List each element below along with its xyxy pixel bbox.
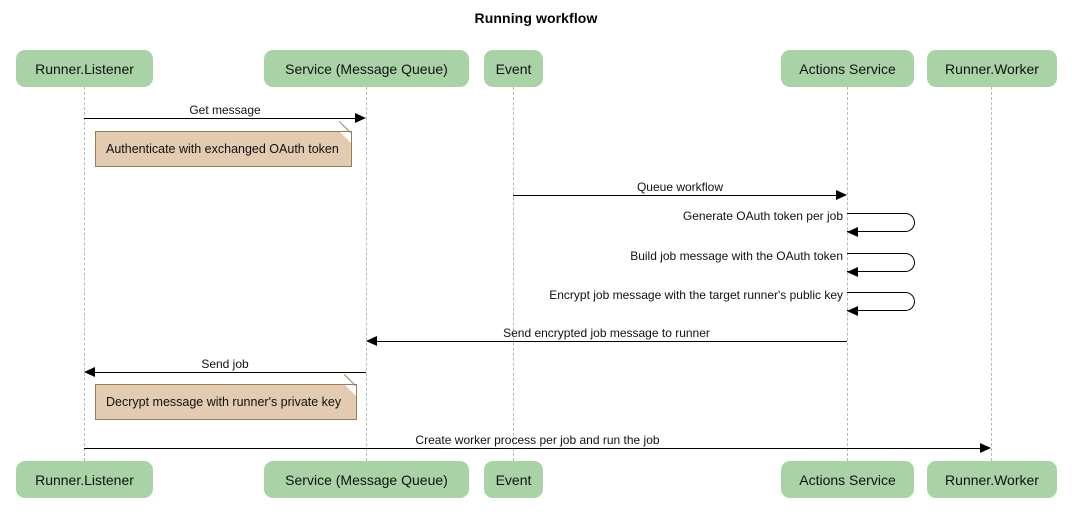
message-label-queue-workflow: Queue workflow	[636, 180, 724, 194]
message-line-get-message	[84, 118, 356, 119]
arrowhead-send-job	[84, 367, 95, 377]
message-line-send-encrypted-job-message-to-runner	[377, 341, 847, 342]
arrowhead-build-job-message-with-the-oauth-token	[847, 267, 858, 277]
message-label-create-worker-process-per-job-and-run-the-job: Create worker process per job and run th…	[415, 433, 660, 447]
arrowhead-send-encrypted-job-message-to-runner	[366, 336, 377, 346]
note-text: Authenticate with exchanged OAuth token	[106, 142, 339, 156]
actor-box-top-runner-worker[interactable]: Runner.Worker	[927, 50, 1057, 87]
message-line-create-worker-process-per-job-and-run-the-job	[84, 448, 980, 449]
lifeline-runner-listener	[84, 87, 85, 461]
arrowhead-get-message	[355, 113, 366, 123]
arrowhead-queue-workflow	[836, 190, 847, 200]
lifeline-runner-worker	[991, 87, 992, 461]
actor-box-bottom-runner-listener[interactable]: Runner.Listener	[16, 461, 153, 498]
message-line-send-job	[95, 372, 366, 373]
lifeline-service-message-queue	[366, 87, 367, 461]
note-authenticate-with-exchanged-oauth-token: Authenticate with exchanged OAuth token	[95, 120, 352, 167]
message-label-build-job-message-with-the-oauth-token: Build job message with the OAuth token	[630, 249, 843, 263]
actor-box-bottom-event[interactable]: Event	[484, 461, 543, 498]
note-fold-icon	[345, 385, 356, 396]
actor-label: Service (Message Queue)	[285, 60, 448, 77]
note-fold-edge	[339, 120, 351, 133]
self-loop-encrypt-job-message-with-the-target-runners-public-key	[847, 292, 915, 311]
actor-box-top-event[interactable]: Event	[484, 50, 543, 87]
self-loop-build-job-message-with-the-oauth-token	[847, 253, 915, 272]
message-label-generate-oauth-token-per-job: Generate OAuth token per job	[682, 209, 843, 223]
lifeline-event	[513, 87, 514, 461]
actor-label: Runner.Worker	[945, 471, 1039, 488]
page-title: Running workflow	[474, 10, 598, 26]
actor-label: Actions Service	[799, 60, 896, 77]
message-label-get-message: Get message	[189, 103, 261, 117]
actor-label: Event	[495, 471, 532, 488]
actor-label: Runner.Listener	[35, 471, 134, 488]
actor-label: Event	[495, 60, 532, 77]
arrowhead-encrypt-job-message-with-the-target-runners-public-key	[847, 306, 858, 316]
note-fold-edge	[344, 373, 356, 386]
note-decrypt-message-with-runners-private-key: Decrypt message with runner's private ke…	[95, 373, 357, 420]
actor-box-top-actions-service[interactable]: Actions Service	[781, 50, 914, 87]
actor-label: Actions Service	[799, 471, 896, 488]
actor-label: Runner.Worker	[945, 60, 1039, 77]
self-loop-generate-oauth-token-per-job	[847, 213, 915, 232]
message-label-send-job: Send job	[201, 357, 249, 371]
actor-box-bottom-runner-worker[interactable]: Runner.Worker	[927, 461, 1057, 498]
actor-label: Service (Message Queue)	[285, 471, 448, 488]
actor-box-top-service-message-queue[interactable]: Service (Message Queue)	[264, 50, 469, 87]
arrowhead-generate-oauth-token-per-job	[847, 227, 858, 237]
message-label-encrypt-job-message-with-the-target-runners-public-key: Encrypt job message with the target runn…	[549, 288, 843, 302]
arrowhead-create-worker-process-per-job-and-run-the-job	[980, 443, 991, 453]
actor-box-bottom-actions-service[interactable]: Actions Service	[781, 461, 914, 498]
actor-label: Runner.Listener	[35, 60, 134, 77]
actor-box-bottom-service-message-queue[interactable]: Service (Message Queue)	[264, 461, 469, 498]
message-line-queue-workflow	[513, 195, 837, 196]
actor-box-top-runner-listener[interactable]: Runner.Listener	[16, 50, 153, 87]
message-label-send-encrypted-job-message-to-runner: Send encrypted job message to runner	[503, 326, 710, 340]
note-fold-icon	[340, 132, 351, 143]
note-text: Decrypt message with runner's private ke…	[106, 395, 342, 409]
